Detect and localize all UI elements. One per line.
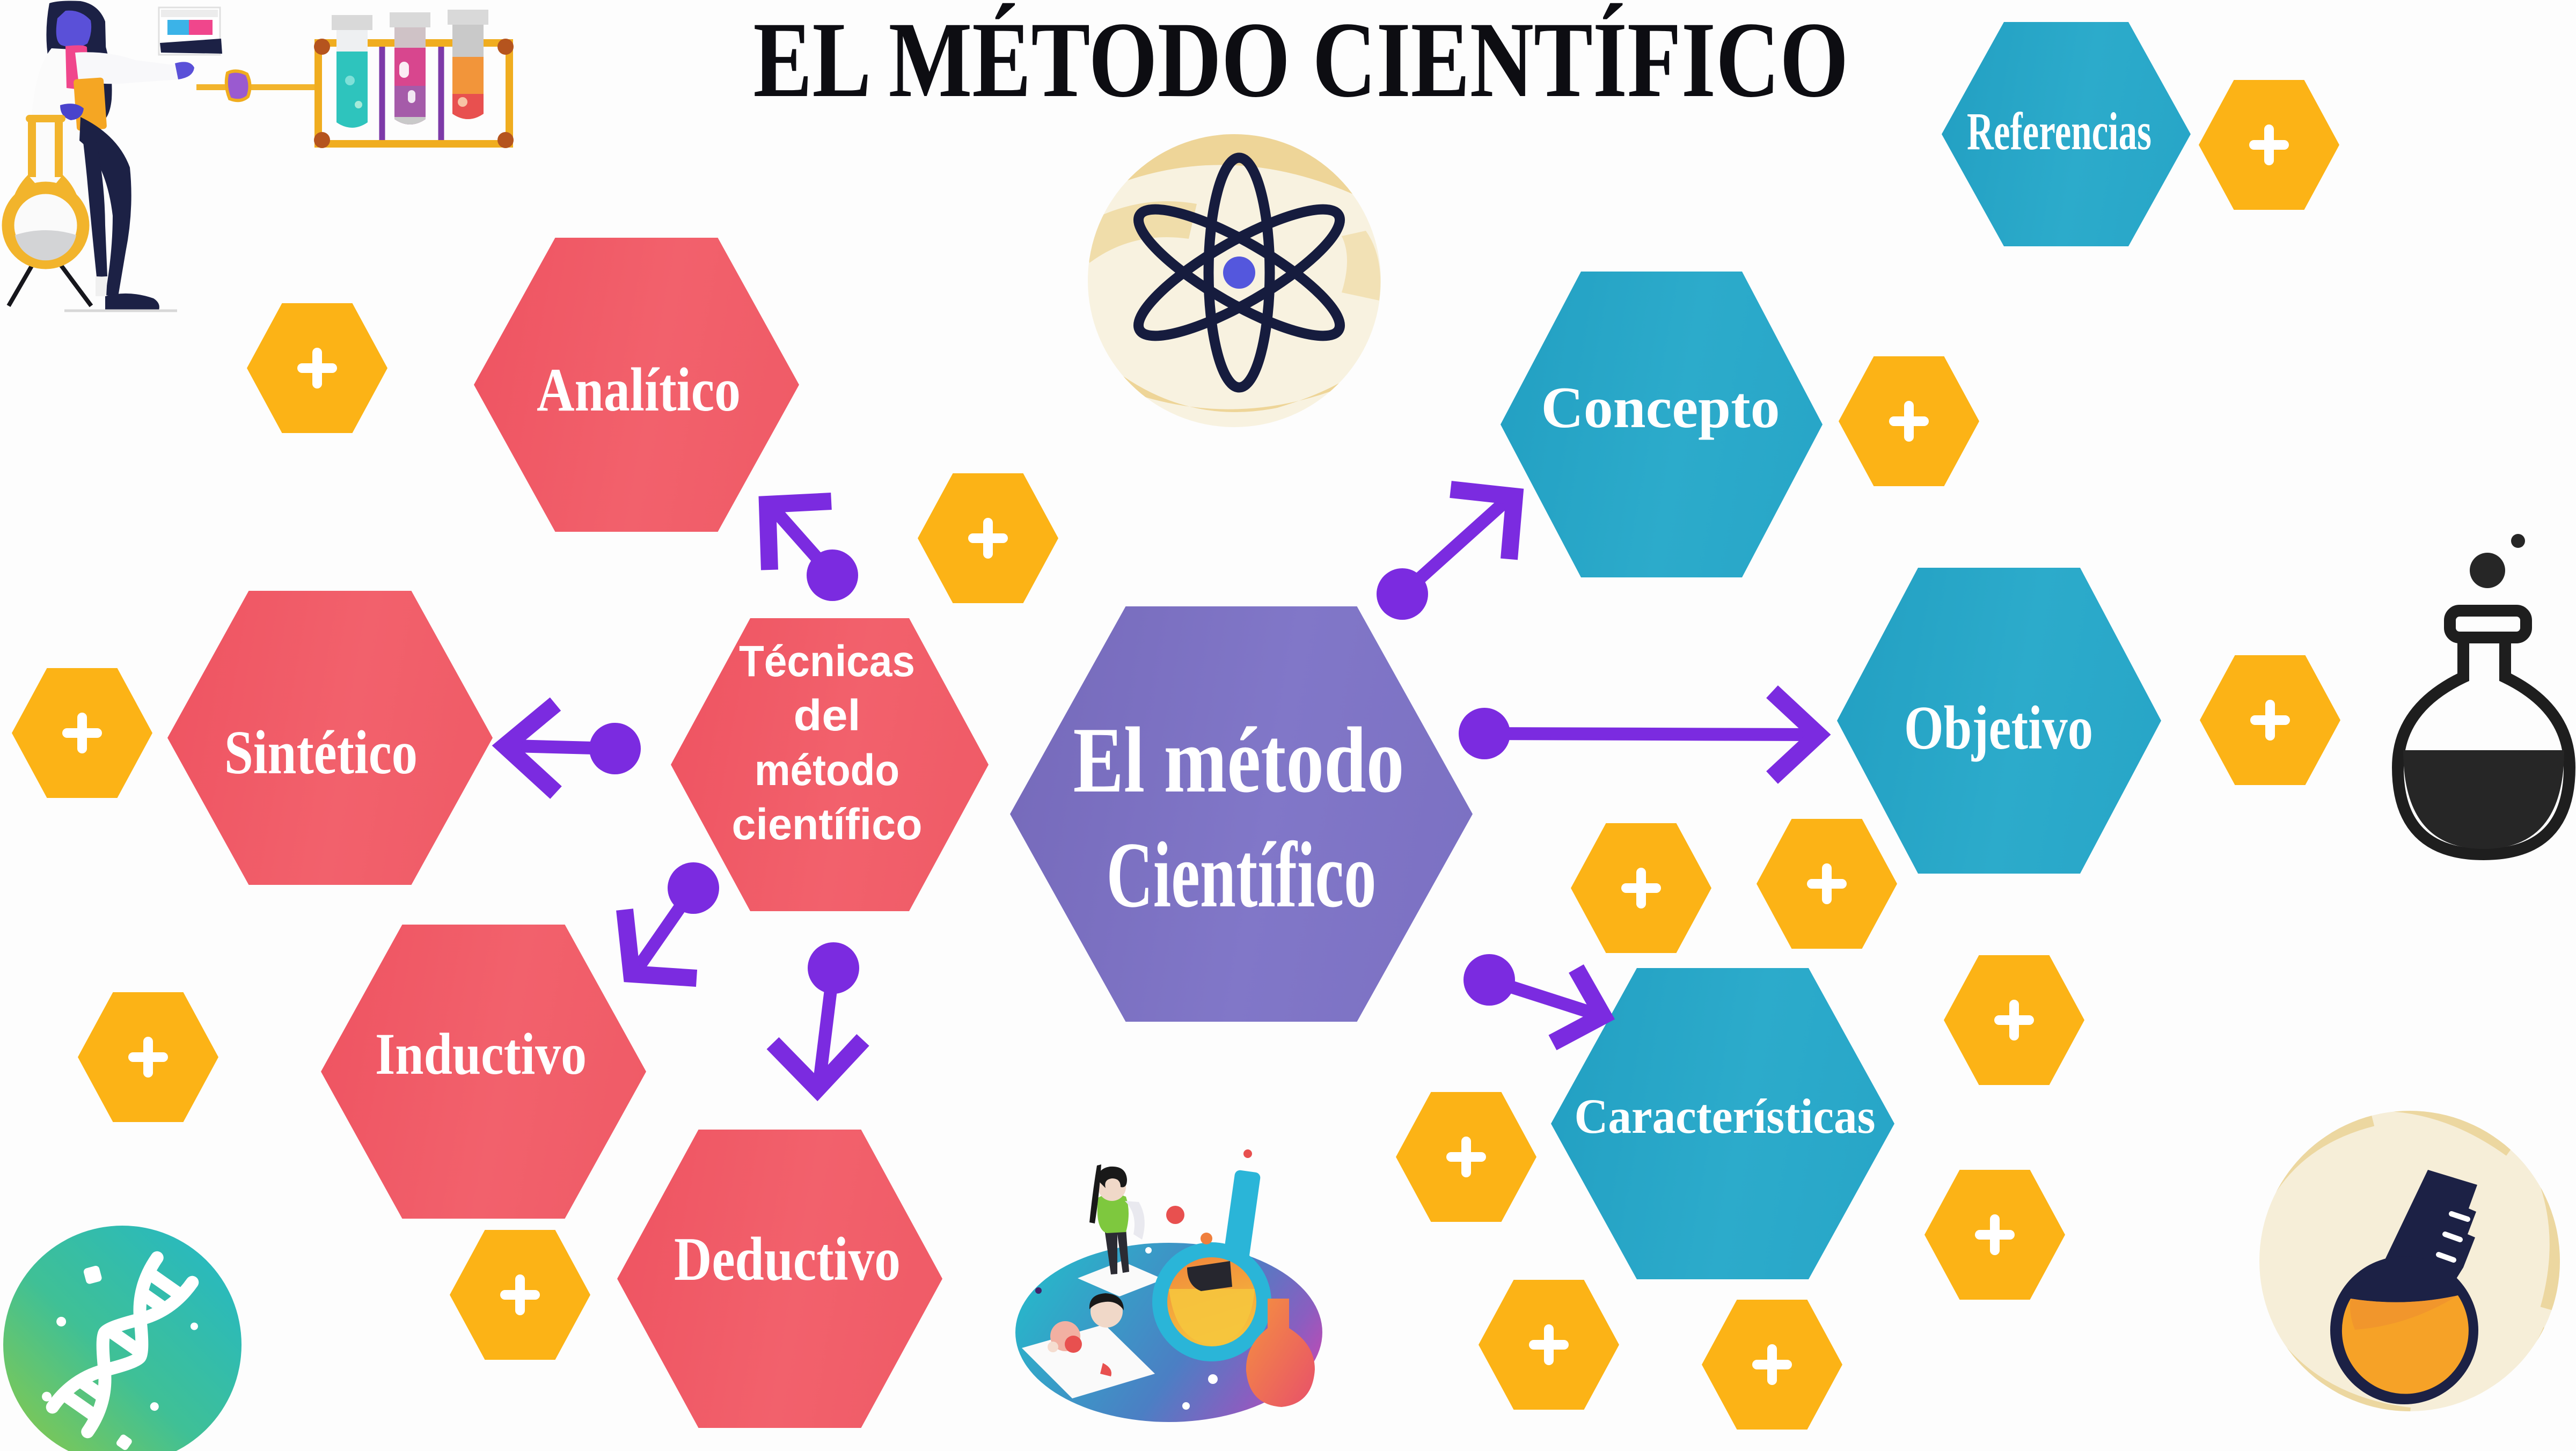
svg-text:EL MÉTODO CIENTÍFICO: EL MÉTODO CIENTÍFICO	[753, 0, 1849, 120]
svg-text:Características: Características	[1575, 1089, 1876, 1144]
svg-text:Analítico: Analítico	[537, 356, 741, 424]
svg-text:científico: científico	[732, 800, 923, 849]
svg-text:Referencias: Referencias	[1967, 101, 2151, 161]
svg-text:Sintético: Sintético	[224, 719, 418, 787]
svg-text:Técnicas: Técnicas	[739, 637, 915, 686]
svg-text:El método: El método	[1073, 708, 1404, 812]
svg-text:método: método	[755, 746, 899, 795]
svg-text:Inductivo: Inductivo	[375, 1021, 587, 1087]
svg-text:Objetivo: Objetivo	[1904, 694, 2093, 762]
svg-text:del: del	[794, 691, 861, 740]
svg-text:Concepto: Concepto	[1541, 375, 1780, 440]
svg-text:Deductivo: Deductivo	[674, 1225, 901, 1293]
svg-text:Científico: Científico	[1107, 823, 1377, 927]
